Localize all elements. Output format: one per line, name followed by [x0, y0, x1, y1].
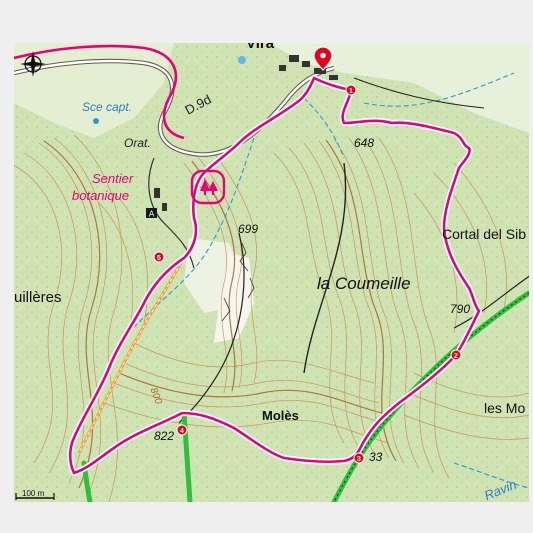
compass-icon[interactable] [20, 51, 46, 77]
map-viewport[interactable]: A 1 2 3 4 5 Vira [14, 43, 529, 502]
waypoint-5[interactable]: 5 [153, 251, 165, 263]
rock-marks [221, 242, 255, 322]
parking-icon: A [146, 208, 157, 219]
waypoint-dot[interactable] [153, 251, 165, 263]
water-point-icon [238, 56, 246, 64]
label-uilleres: uillères [14, 289, 62, 306]
elev-699: 699 [238, 222, 258, 236]
waypoint-dot[interactable] [450, 349, 462, 361]
elev-648: 648 [354, 136, 374, 150]
elev-822: 822 [154, 429, 174, 443]
waypoint-number: 1 [349, 88, 353, 95]
label-cortal: Cortal del Sib [442, 226, 526, 242]
roads [14, 58, 529, 454]
tree-icon [200, 179, 218, 195]
hiking-route-west-leg [14, 44, 185, 140]
label-moles: Molès [262, 408, 299, 423]
scale-label: 100 m [22, 489, 45, 498]
label-vira: Vira [246, 43, 275, 52]
waypoint-number: 3 [357, 456, 361, 463]
village-buildings [154, 55, 338, 211]
scale-bar: 100 m [15, 489, 55, 500]
streams [118, 72, 529, 489]
label-sentier-2: botanique [72, 188, 129, 203]
label-orat: Orat. [124, 136, 151, 150]
waypoint-4[interactable]: 4 [176, 424, 188, 436]
waypoint-1[interactable]: 1 [345, 84, 357, 96]
topographic-map[interactable]: A 1 2 3 4 5 Vira [14, 43, 529, 502]
elev-790: 790 [450, 302, 470, 316]
waypoint-dot[interactable] [176, 424, 188, 436]
label-la-coumeille: la Coumeille [317, 274, 411, 293]
svg-text:A: A [149, 210, 155, 219]
waypoint-number: 5 [157, 255, 161, 262]
spring-icon [93, 118, 99, 124]
waypoint-dot[interactable] [353, 452, 365, 464]
waypoint-number: 2 [454, 353, 458, 360]
label-sce-capt: Sce capt. [82, 100, 132, 114]
label-sentier-1: Sentier [92, 171, 134, 186]
open-area-ne [269, 43, 529, 133]
waypoint-markers: 1 2 3 4 5 [153, 84, 462, 464]
elev-833: 33 [369, 450, 383, 464]
pin-icon [313, 46, 333, 71]
waypoint-number: 4 [180, 428, 184, 435]
hiking-route[interactable] [68, 76, 481, 475]
waypoint-dot[interactable] [345, 84, 357, 96]
contour-lines [14, 134, 529, 502]
label-les-mo: les Mo [484, 400, 525, 416]
sentier-symbol [190, 169, 226, 205]
waypoint-2[interactable]: 2 [450, 349, 462, 361]
waypoint-3[interactable]: 3 [353, 452, 365, 464]
